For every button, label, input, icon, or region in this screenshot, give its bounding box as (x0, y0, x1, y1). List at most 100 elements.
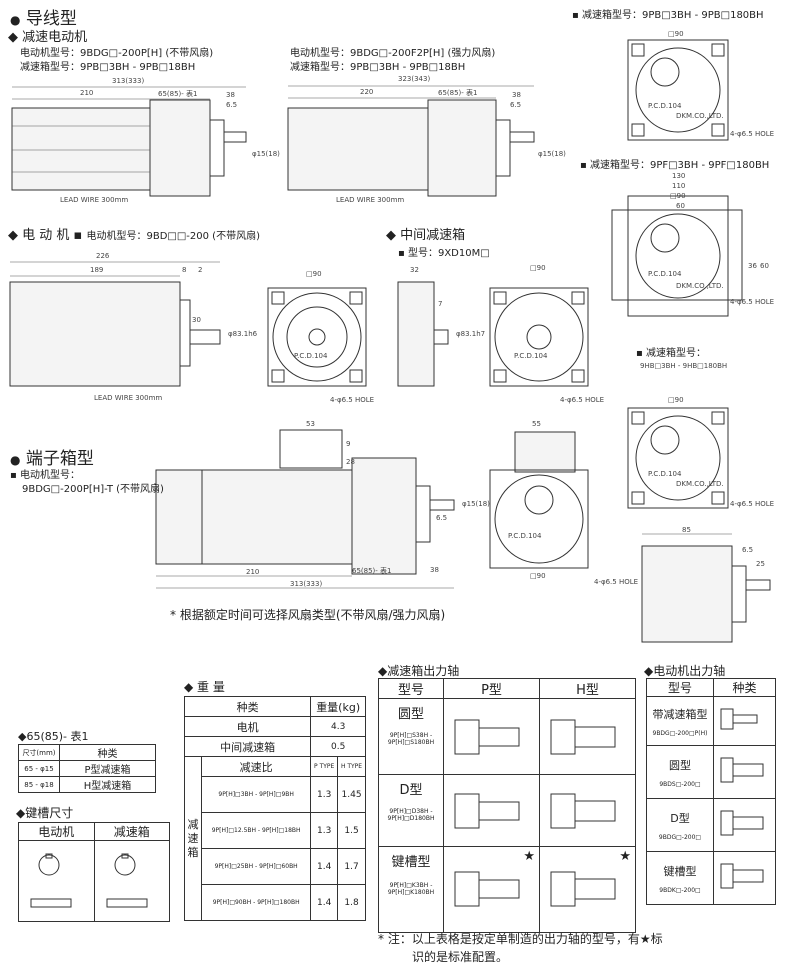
tb-motor-label: ▪ 电动机型号： (10, 470, 80, 481)
dim-phi15: φ15(18) (252, 150, 280, 158)
shaft-motor-key-drawing (720, 863, 763, 889)
terminal-box-drawing (155, 429, 455, 589)
ms-round-drawing-cell (713, 745, 776, 799)
gs-key-p: ★ (443, 846, 540, 933)
shaft-motor-d-drawing (720, 810, 763, 836)
dim-90-hb: □90 (668, 396, 684, 404)
gs-d: D型 (399, 783, 423, 798)
weight-motor-value: 4.3 (310, 716, 366, 737)
dim-phi15-tb: φ15(18) (462, 500, 490, 508)
pcd-mid: P.C.D.104 (514, 352, 548, 360)
dim-phi15-right: φ15(18) (538, 150, 566, 158)
ms-key-cell: 键槽型 9BDK□-200□ (646, 851, 714, 905)
dim-28: 28 (346, 458, 355, 466)
shaft-motor-round-drawing (720, 757, 763, 783)
dim-6-5-hb: 6.5 (742, 546, 754, 554)
pcd-motor: P.C.D.104 (294, 352, 328, 360)
weight-row-p: 1.4 (310, 848, 339, 885)
model-gear-pb: ▪ 减速箱型号：9PB□3BH - 9PB□180BH (572, 10, 764, 21)
ms-round-model: 9BDS□-200□ (659, 780, 701, 788)
pcd-tb: P.C.D.104 (508, 532, 542, 540)
keyway-h-motor: 电动机 (18, 822, 95, 841)
ms-key-model: 9BDK□-200□ (659, 886, 701, 894)
gs-d-cell: D型 9P[H]□D38H - 9P[H]□D180BH (378, 774, 444, 847)
model-gear-hb-label: ▪ 减速箱型号： (636, 348, 706, 359)
dim-8: 8 (182, 266, 187, 274)
keyway-title: ◆键槽尺寸 (16, 806, 74, 820)
dim-210: 210 (80, 89, 94, 97)
weight-row-model: 9P[H]□12.5BH - 9P[H]□18BH (200, 812, 312, 849)
section-terminal-box: ● 端子箱型 (10, 449, 94, 469)
mid-gear-drawing (397, 281, 589, 387)
weight-row-model: 9P[H]□25BH - 9P[H]□60BH (200, 848, 312, 885)
gs-round: 圆型 (397, 707, 424, 722)
gs-round-cell: 圆型 9P[H]□S38H - 9P[H]□S180BH (378, 698, 444, 775)
shaft-d-p-drawing (454, 793, 519, 828)
section-gear-motor: ◆ 减速电动机 (8, 30, 88, 45)
gs-d-p (443, 774, 540, 847)
weight-h-kind: 种类 (183, 696, 312, 717)
gearbox-pf-front (611, 195, 743, 317)
shaft-key-p-drawing (454, 871, 519, 906)
shaft-gear-drawing (720, 708, 757, 730)
dkm-pf: DKM.CO.,LTD. (676, 282, 724, 290)
section-lead-wire: ● 导线型 (10, 9, 77, 29)
dim-55: 55 (532, 420, 541, 428)
gs-h-model: 型号 (378, 678, 444, 699)
gearbox-hb-front (627, 407, 729, 509)
table1-kind: H型减速箱 (59, 776, 156, 793)
lead-wire-motor: LEAD WIRE 300mm (94, 394, 163, 402)
gs-h-h: H型 (539, 678, 636, 699)
table1-h1: 尺寸(mm) (18, 744, 60, 761)
dim-226: 226 (96, 252, 110, 260)
dim-38-right: 38 (512, 91, 521, 99)
gear-shaft-title: ◆减速箱出力轴 (378, 664, 460, 678)
hole-hb: 4-φ6.5 HOLE (730, 500, 775, 508)
dim-2: 2 (198, 266, 203, 274)
ms-d-drawing-cell (713, 798, 776, 852)
weight-mid: 中间减速箱 (183, 736, 312, 757)
table1: 尺寸(mm) 种类 65 - φ15 P型减速箱 85 - φ18 H型减速箱 (18, 744, 156, 793)
gearbox-hb-side (641, 533, 771, 643)
dim-90-pb: □90 (668, 30, 684, 38)
ms-gear-model: 9BDG□-200□P(H) (652, 729, 708, 737)
section-motor: ◆ 电 动 机 ▪ 电动机型号：9BD□□-200 (不带风扇) (8, 228, 260, 243)
gear-motor-drawing-right (287, 85, 535, 197)
dim-90-mid: □90 (530, 264, 546, 272)
dim-32: 32 (410, 266, 419, 274)
tb-motor-model: 9BDG□-200P[H]-T (不带风扇) (22, 484, 164, 495)
shaft-round-h-drawing (550, 719, 615, 754)
ms-gear-cell: 带减速箱型 9BDG□-200□P(H) (646, 696, 714, 746)
pcd-pf: P.C.D.104 (648, 270, 682, 278)
keyway-gear-cell (93, 840, 170, 922)
table1-title: ◆65(85)- 表1 (18, 730, 89, 743)
weight-row-p: 1.4 (310, 884, 339, 921)
ms-gear-drawing-cell (713, 696, 776, 746)
ms-key: 键槽型 (663, 864, 697, 878)
gs-d-model: 9P[H]□D38H - 9P[H]□D180BH (387, 808, 435, 822)
weight-gear-vertical: 减速箱 (184, 756, 202, 921)
weight-mid-value: 0.5 (310, 736, 366, 757)
gs-round-model: 9P[H]□S38H - 9P[H]□S180BH (387, 732, 435, 746)
motor-front-drawing (267, 287, 367, 387)
dim-130: 130 (672, 172, 686, 180)
ms-round-cell: 圆型 9BDS□-200□ (646, 745, 714, 799)
dim-313-tb: 313(333) (290, 580, 323, 588)
dim-65: 65(85)- 表1 (158, 90, 198, 98)
dim-90-tb: □90 (530, 572, 546, 580)
footnote-std-2: 识的是标准配置。 (412, 950, 509, 964)
mid-gear-title: ◆ 中间减速箱 (386, 228, 466, 243)
weight-h-weight: 重量(kg) (310, 696, 366, 717)
table1-size: 65 - φ15 (18, 760, 60, 777)
dim-210-tb: 210 (246, 568, 260, 576)
ms-h-model: 型号 (646, 678, 714, 697)
weight-row-h: 1.45 (337, 776, 366, 813)
gs-key-h: ★ (539, 846, 636, 933)
pcd-pb: P.C.D.104 (648, 102, 682, 110)
weight-ratio: 减速比 (200, 756, 312, 777)
table1-h2: 种类 (59, 744, 156, 761)
model-gm-gear-right: 减速箱型号：9PB□3BH - 9PB□18BH (290, 62, 466, 73)
pcd-hb: P.C.D.104 (648, 470, 682, 478)
hole-mid: 4-φ6.5 HOLE (560, 396, 605, 404)
